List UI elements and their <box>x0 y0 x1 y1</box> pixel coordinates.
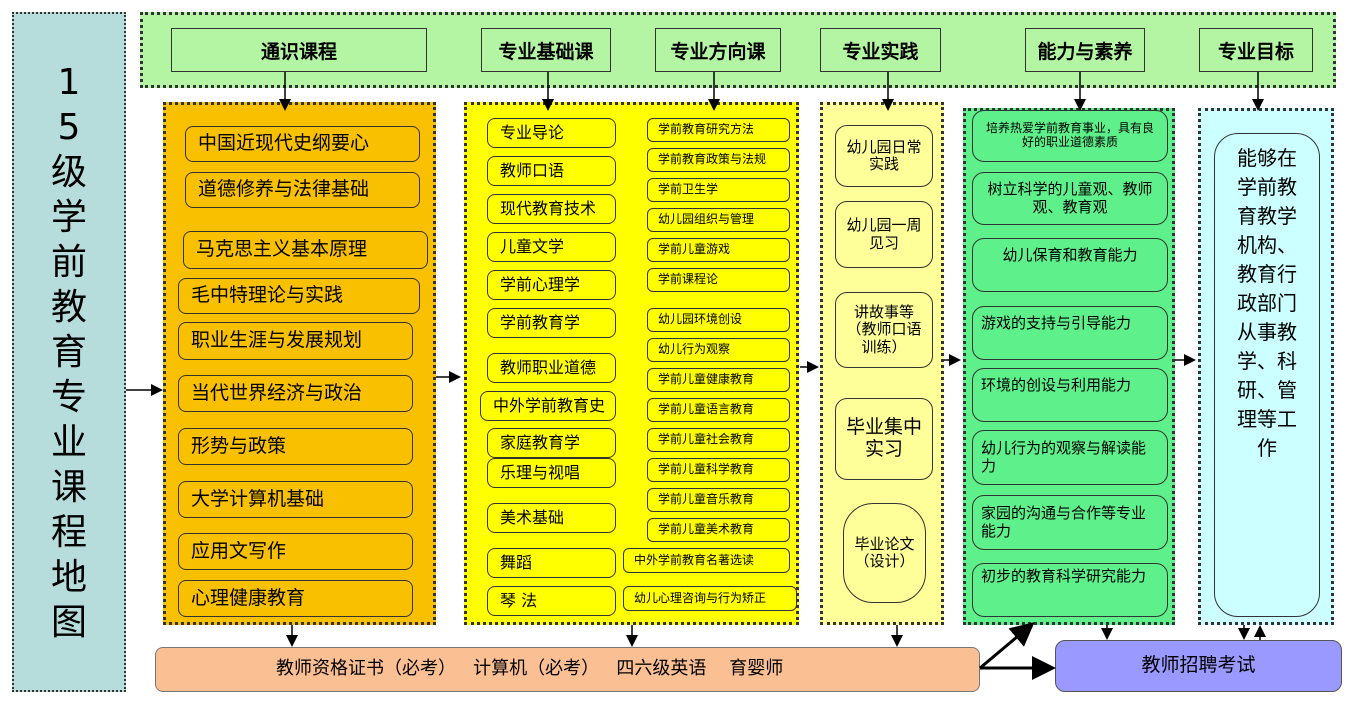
general-course: 应用文写作 <box>178 533 413 570</box>
foundation-course: 学前教育学 <box>487 308 616 338</box>
header-5: 专业目标 <box>1199 28 1313 72</box>
ability-item: 培养热爱学前教育事业，具有良好的职业道德素质 <box>972 110 1168 162</box>
foundation-course: 舞蹈 <box>487 548 616 578</box>
direction-course: 学前儿童社会教育 <box>647 428 790 452</box>
foundation-course: 家庭教育学 <box>487 428 616 458</box>
general-course: 职业生涯与发展规划 <box>178 322 413 360</box>
exam-box: 教师招聘考试 <box>1055 640 1342 692</box>
header-4: 能力与素养 <box>1025 28 1145 72</box>
foundation-course: 乐理与视唱 <box>487 458 616 488</box>
practice-item: 毕业论文（设计） <box>843 503 926 603</box>
general-course: 中国近现代史纲要心 <box>185 126 420 162</box>
header-2: 专业方向课 <box>655 28 781 72</box>
header-0: 通识课程 <box>171 28 427 72</box>
direction-course: 学前儿童游戏 <box>647 238 790 262</box>
direction-course: 学前儿童科学教育 <box>647 458 790 482</box>
diagram-title: 15级学前教育专业课程地图 <box>50 61 87 643</box>
arrow <box>979 622 1035 670</box>
header-1: 专业基础课 <box>481 28 611 72</box>
general-course: 当代世界经济与政治 <box>178 375 413 412</box>
title-panel: 15级学前教育专业课程地图 <box>12 12 126 692</box>
practice-item: 毕业集中实习 <box>835 398 933 480</box>
direction-course: 幼儿心理咨询与行为矫正 <box>623 586 797 611</box>
practice-item: 幼儿园日常实践 <box>835 125 933 187</box>
general-course: 大学计算机基础 <box>178 481 413 518</box>
practice-item: 讲故事等（教师口语训练） <box>835 292 933 368</box>
foundation-course: 教师口语 <box>487 156 616 186</box>
general-course: 马克思主义基本原理 <box>183 231 428 269</box>
ability-item: 家园的沟通与合作等专业能力 <box>972 495 1168 550</box>
foundation-course: 美术基础 <box>487 503 616 533</box>
direction-course: 学前教育研究方法 <box>647 118 790 142</box>
direction-course: 学前儿童音乐教育 <box>647 488 790 512</box>
direction-course: 学前儿童语言教育 <box>647 398 790 422</box>
certificates-bar: 教师资格证书（必考） 计算机（必考） 四六级英语 育婴师 <box>155 647 980 692</box>
direction-course: 学前卫生学 <box>647 178 790 202</box>
ability-item: 游戏的支持与引导能力 <box>972 306 1168 360</box>
general-course: 毛中特理论与实践 <box>178 278 420 314</box>
ability-item: 幼儿保育和教育能力 <box>972 238 1168 292</box>
ability-item: 树立科学的儿童观、教师观、教育观 <box>972 172 1168 225</box>
direction-course: 学前儿童美术教育 <box>647 518 790 542</box>
general-course: 心理健康教育 <box>178 580 413 617</box>
ability-item: 初步的教育科学研究能力 <box>972 563 1168 617</box>
practice-item: 幼儿园一周见习 <box>835 201 933 268</box>
general-course: 形势与政策 <box>178 428 413 465</box>
ability-item: 环境的创设与利用能力 <box>972 368 1168 422</box>
direction-course: 学前儿童健康教育 <box>647 368 790 392</box>
foundation-course: 现代教育技术 <box>487 194 616 224</box>
direction-course: 学前课程论 <box>647 268 790 292</box>
general-course: 道德修养与法律基础 <box>185 172 420 208</box>
direction-course: 中外学前教育名著选读 <box>623 548 790 573</box>
direction-course: 学前教育政策与法规 <box>647 148 790 172</box>
direction-course: 幼儿园环境创设 <box>647 308 790 332</box>
foundation-course: 专业导论 <box>487 118 616 148</box>
direction-course: 幼儿园组织与管理 <box>647 208 790 232</box>
direction-course: 幼儿行为观察 <box>647 338 790 362</box>
ability-item: 幼儿行为的观察与解读能力 <box>972 430 1168 485</box>
foundation-course: 教师职业道德 <box>487 353 616 383</box>
foundation-course: 琴 法 <box>487 586 616 616</box>
foundation-course: 儿童文学 <box>487 232 616 262</box>
foundation-course: 学前心理学 <box>487 270 616 300</box>
foundation-course: 中外学前教育史 <box>480 391 616 421</box>
goal-box: 能够在学前教育教学机构、教育行政部门从事教学、科研、管理等工作 <box>1214 133 1320 617</box>
goal-column <box>1198 108 1334 625</box>
header-3: 专业实践 <box>820 28 941 72</box>
